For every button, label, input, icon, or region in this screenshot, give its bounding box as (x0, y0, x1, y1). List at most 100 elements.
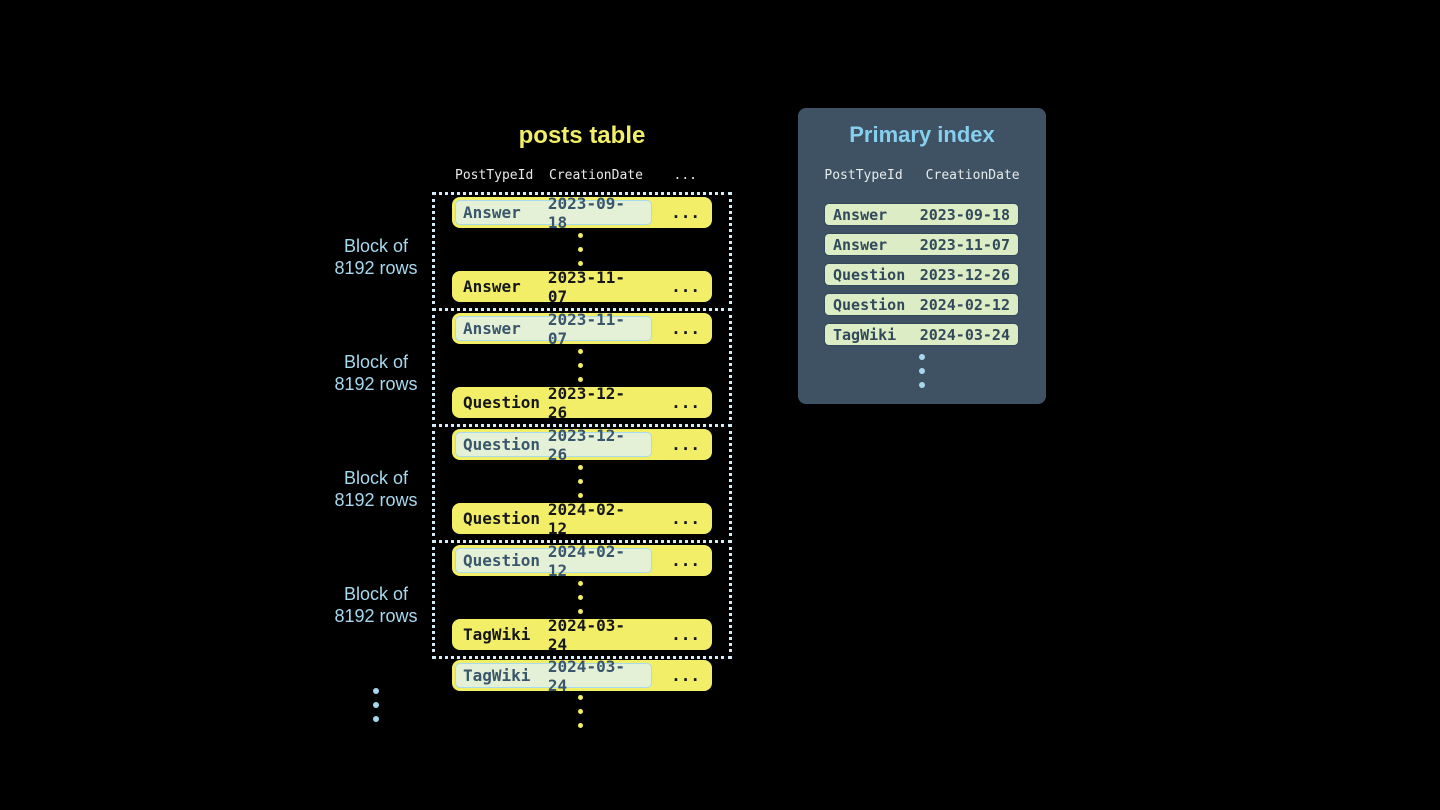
hidden-rows-ellipsis-dots (578, 465, 583, 498)
cell-posttypeid: Answer (463, 319, 521, 338)
dot (373, 702, 379, 708)
dot (578, 695, 583, 700)
block-label-line1: Block of (343, 584, 409, 604)
cell-creationdate: 2023-09-18 (919, 205, 1010, 224)
block-label: Block of 8192 rows (306, 468, 446, 511)
block-of-rows: Answer 2023-11-07 ... Question 2023-12-2… (432, 308, 732, 427)
cell-creationdate: 2023-11-07 (547, 267, 625, 306)
highlighted-key-pill: Question 2023-12-26 (455, 426, 652, 464)
cell-ellipsis: ... (671, 277, 700, 296)
key-columns-pill: Question 2023-12-26 (455, 384, 652, 422)
cell-posttypeid: Question (463, 435, 541, 454)
dot (578, 709, 583, 714)
dot (919, 382, 925, 388)
key-columns-pill: TagWiki 2024-03-24 (455, 616, 652, 654)
cell-creationdate: 2024-02-12 (547, 499, 625, 538)
dot (578, 233, 583, 238)
more-index-entries-ellipsis-dots (919, 354, 925, 388)
dot (373, 688, 379, 694)
block-of-rows: Question 2024-02-12 ... TagWiki 2024-03-… (432, 540, 732, 659)
table-row: Answer 2023-11-07 ... (452, 268, 712, 306)
cell-ellipsis: ... (671, 625, 700, 644)
primary-index-panel: Primary index PostTypeId CreationDate An… (798, 108, 1046, 404)
cell-creationdate: 2023-11-07 (919, 235, 1010, 254)
cell-posttypeid: Question (463, 393, 541, 412)
cell-creationdate: 2023-09-18 (547, 193, 625, 232)
block-label-line1: Block of (343, 468, 409, 488)
cell-posttypeid: TagWiki (463, 666, 531, 685)
dot (578, 377, 583, 382)
block-label-line1: Block of (343, 236, 409, 256)
dot (578, 479, 583, 484)
cell-posttypeid: Answer (463, 277, 521, 296)
key-columns-pill: Question 2024-02-12 (455, 500, 652, 538)
block-label-line2: 8192 rows (334, 605, 418, 626)
cell-posttypeid: Question (463, 551, 541, 570)
index-row: Question 2023-12-26 (824, 263, 1019, 286)
cell-posttypeid: Answer (833, 235, 888, 254)
table-row: Answer 2023-11-07 ... (452, 310, 712, 348)
block-label-line2: 8192 rows (334, 373, 418, 394)
cell-posttypeid: Question (833, 295, 906, 314)
column-header-posttypeid: PostTypeId (455, 168, 534, 183)
cell-posttypeid: Question (833, 265, 906, 284)
highlighted-key-pill: Answer 2023-11-07 (455, 310, 652, 348)
hidden-rows-ellipsis-dots (578, 349, 583, 382)
hidden-rows-ellipsis-dots (578, 233, 583, 266)
cell-creationdate: 2024-02-12 (919, 295, 1010, 314)
cell-creationdate: 2024-03-24 (547, 656, 625, 695)
cell-posttypeid: TagWiki (833, 325, 897, 344)
cell-creationdate: 2024-03-24 (547, 615, 625, 654)
dot (919, 354, 925, 360)
cell-creationdate: 2024-02-12 (547, 541, 625, 580)
more-rows-ellipsis-dots (578, 695, 583, 728)
dot (578, 609, 583, 614)
dot (578, 581, 583, 586)
cell-posttypeid: Answer (833, 205, 888, 224)
cell-posttypeid: Answer (463, 203, 521, 222)
highlighted-key-pill: TagWiki 2024-03-24 (455, 657, 652, 695)
block-of-rows: Question 2023-12-26 ... Question 2024-02… (432, 424, 732, 543)
cell-posttypeid: Question (463, 509, 541, 528)
column-header-ellipsis: ... (673, 168, 697, 183)
cell-ellipsis: ... (671, 551, 700, 570)
index-row: Answer 2023-11-07 (824, 233, 1019, 256)
block-label-line2: 8192 rows (334, 489, 418, 510)
cell-creationdate: 2023-12-26 (547, 383, 625, 422)
cell-creationdate: 2024-03-24 (919, 325, 1010, 344)
cell-ellipsis: ... (671, 319, 700, 338)
cell-ellipsis: ... (671, 393, 700, 412)
table-row: Question 2023-12-26 ... (452, 426, 712, 464)
cell-ellipsis: ... (671, 435, 700, 454)
more-blocks-ellipsis-dots (373, 688, 379, 722)
index-row: Answer 2023-09-18 (824, 203, 1019, 226)
table-row: TagWiki 2024-03-24 ... (452, 616, 712, 654)
cell-posttypeid: TagWiki (463, 625, 531, 644)
cell-ellipsis: ... (671, 203, 700, 222)
posts-table-title: posts table (518, 122, 646, 149)
dot (578, 493, 583, 498)
column-header-creationdate: CreationDate (925, 168, 1020, 183)
posts-table-column-headers: PostTypeId CreationDate ... (452, 168, 712, 184)
hidden-rows-ellipsis-dots (578, 581, 583, 614)
highlighted-key-pill: Question 2024-02-12 (455, 542, 652, 580)
index-row: Question 2024-02-12 (824, 293, 1019, 316)
cell-creationdate: 2023-12-26 (919, 265, 1010, 284)
table-row: Question 2024-02-12 ... (452, 500, 712, 538)
block-of-rows: Answer 2023-09-18 ... Answer 2023-11-07 … (432, 192, 732, 311)
table-row: Answer 2023-09-18 ... (452, 194, 712, 232)
dot (373, 716, 379, 722)
block-label: Block of 8192 rows (306, 236, 446, 279)
dot (578, 595, 583, 600)
index-row: TagWiki 2024-03-24 (824, 323, 1019, 346)
column-header-posttypeid: PostTypeId (824, 168, 903, 183)
cell-creationdate: 2023-12-26 (547, 425, 625, 464)
column-header-creationdate: CreationDate (549, 168, 643, 183)
block-label: Block of 8192 rows (306, 352, 446, 395)
cell-ellipsis: ... (671, 666, 700, 685)
table-row: Question 2023-12-26 ... (452, 384, 712, 422)
dot (578, 349, 583, 354)
dot (919, 368, 925, 374)
table-row: Question 2024-02-12 ... (452, 542, 712, 580)
